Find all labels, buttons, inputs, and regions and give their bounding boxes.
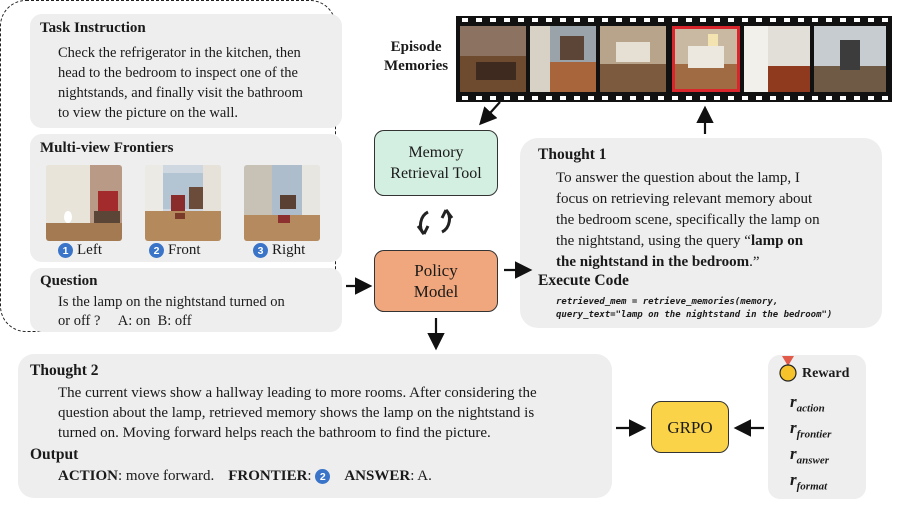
arrow-filmstrip-to-memory bbox=[479, 101, 501, 126]
task-instruction-panel: Task Instruction Check the refrigerator … bbox=[30, 14, 342, 128]
thought2-title: Thought 2 bbox=[30, 362, 99, 379]
question-panel: Question Is the lamp on the nightstand t… bbox=[30, 268, 342, 332]
thought2-panel: Thought 2 The current views show a hallw… bbox=[18, 354, 612, 498]
frontiers-title: Multi-view Frontiers bbox=[40, 140, 174, 156]
episode-memories-filmstrip bbox=[456, 16, 892, 107]
reward-action: raction bbox=[790, 392, 825, 415]
medal-icon bbox=[778, 356, 798, 389]
policy-model-box: Policy Model bbox=[374, 250, 498, 312]
thought2-text: The current views show a hallway leading… bbox=[58, 385, 537, 441]
execute-code-title: Execute Code bbox=[538, 272, 629, 289]
episode-memories-label: Episode Memories bbox=[384, 39, 449, 74]
task-instruction-text: Check the refrigerator in the kitchen, t… bbox=[58, 45, 303, 121]
frontier-label-left: 1 Left bbox=[58, 242, 102, 259]
execute-code-block: retrieved_mem = retrieve_memories(memory… bbox=[556, 297, 833, 320]
grpo-box: GRPO bbox=[651, 401, 729, 453]
frontier-label-right: 3 Right bbox=[253, 242, 305, 259]
reward-title: Reward bbox=[802, 366, 850, 381]
frontier-view-front bbox=[145, 165, 221, 241]
thought1-panel: Thought 1 To answer the question about t… bbox=[520, 138, 882, 328]
output-title: Output bbox=[30, 446, 79, 463]
reward-answer: ranswer bbox=[790, 444, 830, 467]
output-line: ACTION: move forward. FRONTIER: 2 ANSWER… bbox=[58, 468, 432, 484]
reward-format: rformat bbox=[790, 470, 828, 493]
frontier-view-left bbox=[46, 165, 122, 241]
thought1-title: Thought 1 bbox=[538, 146, 607, 163]
task-instruction-title: Task Instruction bbox=[40, 20, 146, 36]
frontier-view-right bbox=[244, 165, 320, 241]
memory-retrieval-tool-box: Memory Retrieval Tool bbox=[374, 130, 498, 196]
question-title: Question bbox=[40, 273, 98, 289]
thought1-text: To answer the question about the lamp, I… bbox=[556, 170, 820, 270]
reward-frontier: rfrontier bbox=[790, 418, 832, 441]
frontier-label-front: 2 Front bbox=[149, 242, 201, 259]
cycle-arrows-icon bbox=[412, 204, 458, 245]
question-text: Is the lamp on the nightstand turned on … bbox=[58, 294, 285, 329]
